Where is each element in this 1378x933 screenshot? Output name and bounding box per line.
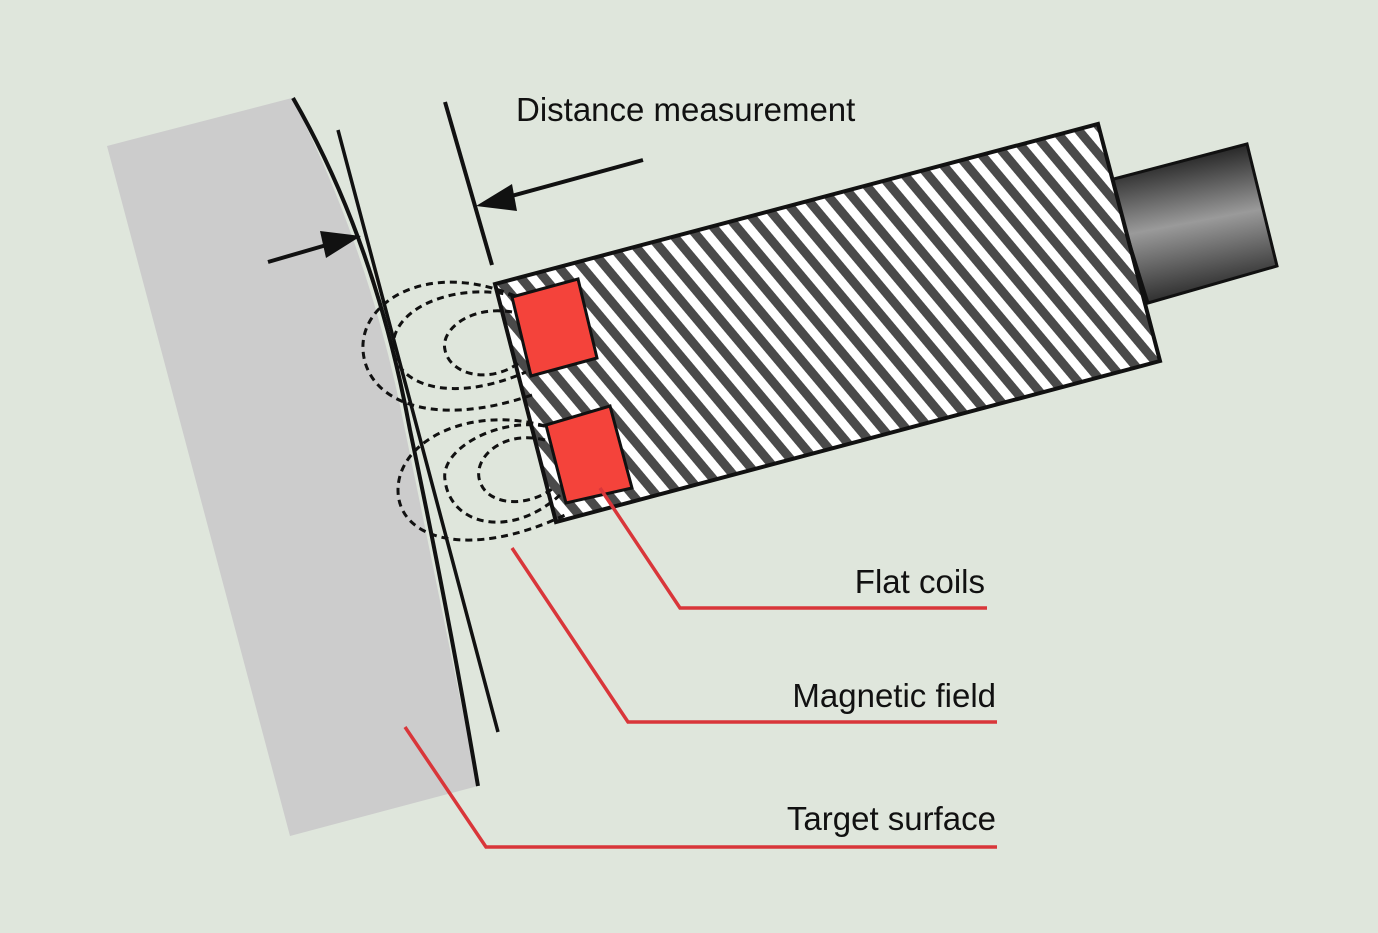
field-leader-line (510, 547, 997, 724)
left-dimension-arrow (267, 231, 361, 264)
magnetic-field-loops-upper (361, 280, 533, 412)
target-surface-curve (291, 97, 480, 787)
magnetic-field-label: Magnetic field (792, 677, 996, 714)
tangent-line (336, 129, 500, 733)
flat-coil-top (510, 277, 599, 378)
flat-coil-bottom (544, 404, 634, 505)
distance-measurement-label: Distance measurement (516, 91, 855, 128)
dimension-reference-line (443, 101, 494, 266)
target-surface-label: Target surface (787, 800, 996, 837)
right-dimension-arrow (476, 158, 644, 211)
target-body (107, 98, 478, 836)
target-leader-line (403, 726, 997, 849)
flat-coils-label: Flat coils (855, 563, 985, 600)
coil-leader-line (598, 487, 987, 610)
magnetic-field-loops-lower (396, 418, 566, 542)
sensor-housing (492, 121, 1163, 525)
